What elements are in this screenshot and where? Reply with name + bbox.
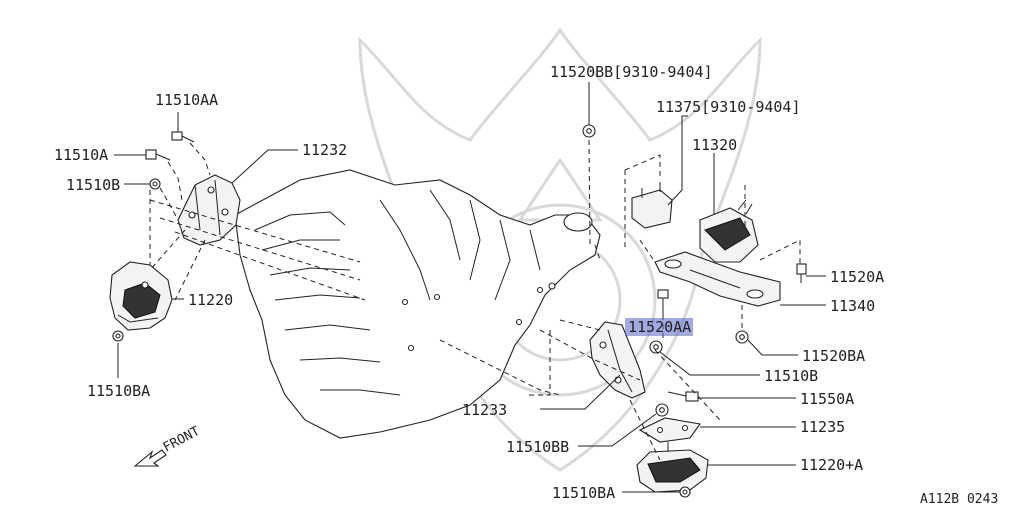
label-11220[interactable]: 11220	[188, 291, 233, 309]
label-11510B-right[interactable]: 11510B	[764, 367, 818, 385]
front-direction-indicator: FRONT	[133, 424, 203, 467]
bracket-11232	[177, 174, 241, 246]
bolt-11520AA-shape	[657, 289, 669, 315]
label-11520BA[interactable]: 11520BA	[802, 347, 865, 365]
crossmember-11340	[654, 251, 781, 307]
insulator-11220A	[636, 442, 709, 493]
label-11340[interactable]: 11340	[830, 297, 875, 315]
label-11510BA-bottom[interactable]: 11510BA	[552, 484, 615, 502]
label-11375[interactable]: 11375[9310-9404]	[656, 98, 801, 116]
label-11520A[interactable]: 11520A	[830, 268, 884, 286]
label-11235[interactable]: 11235	[800, 418, 845, 436]
label-11510B-left[interactable]: 11510B	[66, 176, 120, 194]
label-11510BB[interactable]: 11510BB	[506, 438, 569, 456]
label-11510A[interactable]: 11510A	[54, 146, 108, 164]
front-arrow-icon	[133, 449, 167, 467]
label-11220A[interactable]: 11220+A	[800, 456, 863, 474]
reference-code: A112B 0243	[920, 492, 998, 507]
label-11510AA[interactable]: 11510AA	[155, 91, 218, 109]
insulator-11220	[109, 261, 173, 331]
insulator-11320	[699, 199, 759, 263]
nut-11520BB-shape	[582, 124, 596, 138]
highlight-11520AA	[625, 318, 693, 336]
nut-11510BA-bottom-shape	[679, 486, 691, 498]
bolt-11510A-shape	[145, 149, 171, 161]
label-11550A[interactable]: 11550A	[800, 390, 854, 408]
bracket-11233	[589, 321, 646, 399]
leader-lines	[114, 82, 826, 493]
label-11510BA-left[interactable]: 11510BA	[87, 382, 150, 400]
bolt-11550A-shape	[667, 391, 699, 402]
nut-11510B-left-shape	[149, 178, 161, 190]
nut-11520BA-shape	[735, 330, 749, 344]
bolt-11520A-shape	[796, 263, 807, 283]
label-11233[interactable]: 11233	[462, 401, 507, 419]
nut-11510BB-shape	[655, 403, 669, 417]
label-11320[interactable]: 11320	[692, 136, 737, 154]
label-11520AA[interactable]: 11520AA	[628, 318, 691, 336]
nut-11510B-right-shape	[649, 340, 663, 354]
bolt-11510AA-shape	[171, 131, 195, 143]
engine-transmission-block	[234, 169, 601, 439]
label-11520BB[interactable]: 11520BB[9310-9404]	[550, 63, 713, 81]
damper-11375	[631, 182, 673, 229]
bracket-11235	[638, 417, 701, 443]
label-11232[interactable]: 11232	[302, 141, 347, 159]
nut-11510BA-left-shape	[112, 330, 124, 342]
front-label: FRONT	[161, 424, 203, 456]
